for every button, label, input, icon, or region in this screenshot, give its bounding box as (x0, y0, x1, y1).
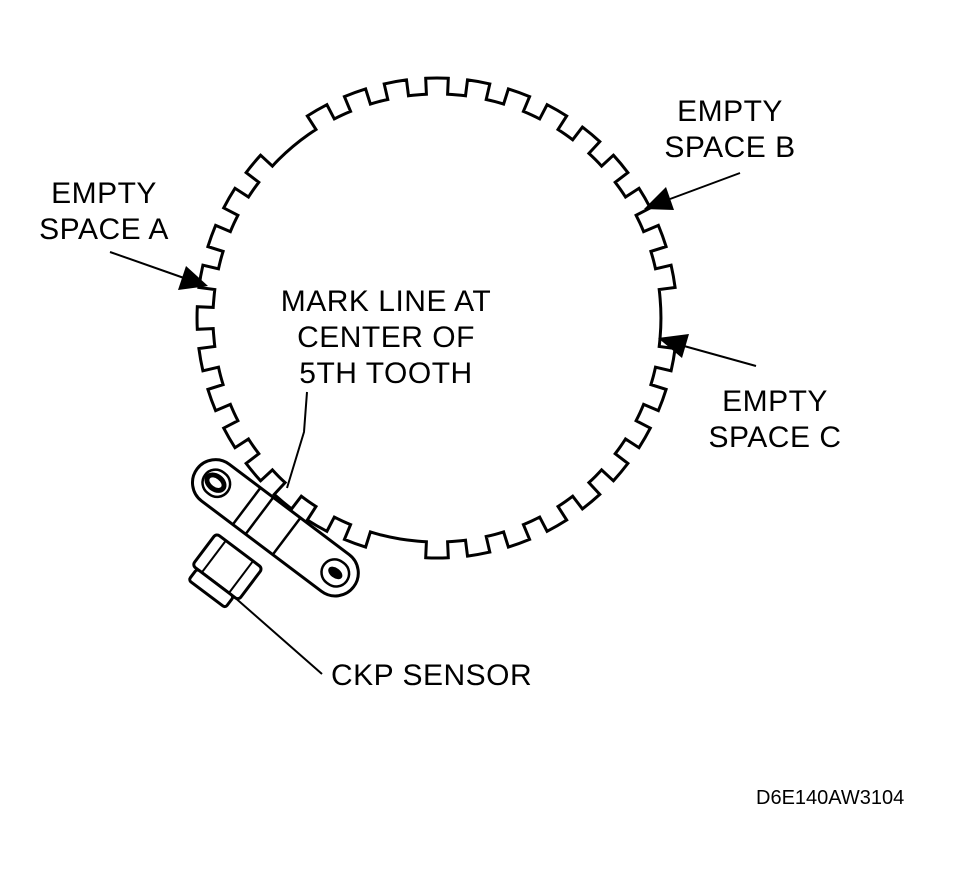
label-empty-space-b: EMPTY SPACE B (664, 95, 796, 164)
arrow-icon (658, 334, 689, 358)
arrow-icon (178, 266, 208, 290)
label-ckp-sensor: CKP SENSOR (331, 659, 533, 692)
arrow-empty-space-c (658, 334, 757, 367)
label-mark-line: MARK LINE AT CENTER OF 5TH TOOTH (280, 285, 492, 390)
leader-line-icon (223, 587, 323, 675)
leader-line-icon (286, 391, 308, 489)
figure-code: D6E140AW3104 (756, 787, 905, 809)
arrow-empty-space-a (109, 251, 208, 290)
ckp-sensor-icon (188, 458, 360, 609)
arrow-empty-space-b (644, 172, 741, 210)
label-empty-space-c: EMPTY SPACE C (708, 385, 842, 454)
label-empty-space-a: EMPTY SPACE A (39, 177, 169, 246)
tooth-ring-icon (195, 76, 677, 560)
arrow-icon (644, 187, 674, 210)
